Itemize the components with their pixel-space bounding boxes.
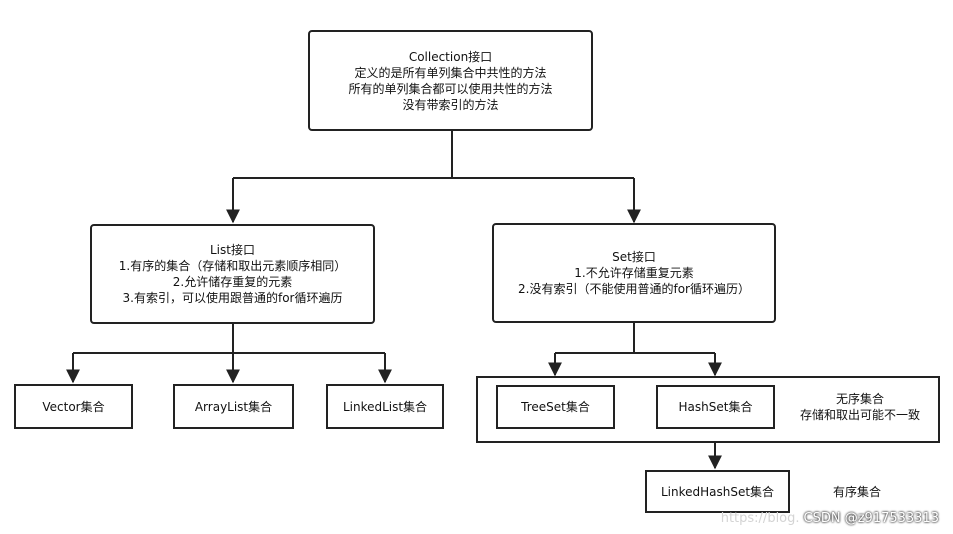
vector-label: Vector集合: [42, 399, 105, 414]
treeset-label: TreeSet集合: [521, 400, 590, 414]
list-interface-box: List接口 1.有序的集合（存储和取出元素顺序相同） 2.允许储存重复的元素 …: [90, 224, 375, 324]
arraylist-label: ArrayList集合: [194, 399, 273, 414]
set-note-line-2: 存储和取出可能不一致: [799, 408, 920, 422]
linkedlist-label: LinkedList集合: [342, 399, 428, 414]
set-note: 无序集合 存储和取出可能不一致: [790, 391, 930, 423]
set-interface-box: Set接口 1.不允许存储重复元素 2.没有索引（不能使用普通的for循环遍历）: [492, 223, 776, 323]
hashset-box: HashSet集合: [656, 385, 775, 429]
watermark-url: https://blog.: [720, 511, 800, 526]
set-feature-1: 1.不允许存储重复元素: [574, 266, 694, 280]
watermark-text: CSDN @z917533313: [803, 511, 939, 526]
collection-desc-1: 定义的是所有单列集合中共性的方法: [354, 65, 547, 80]
linkedhashset-label: LinkedHashSet集合: [660, 484, 775, 499]
treeset-box: TreeSet集合: [496, 385, 615, 429]
collection-interface-box: Collection接口 定义的是所有单列集合中共性的方法 所有的单列集合都可以…: [308, 30, 593, 131]
list-feature-1: 1.有序的集合（存储和取出元素顺序相同）: [118, 259, 347, 273]
linkedhashset-box: LinkedHashSet集合: [645, 470, 790, 513]
set-feature-2: 2.没有索引（不能使用普通的for循环遍历）: [518, 282, 750, 296]
watermark: https://blog.CSDN @z917533313: [721, 511, 939, 526]
collection-title: Collection接口: [408, 49, 493, 64]
set-title: Set接口: [612, 250, 656, 264]
list-title: List接口: [210, 243, 255, 257]
collection-desc-2: 所有的单列集合都可以使用共性的方法: [348, 81, 553, 96]
hashset-label: HashSet集合: [678, 400, 753, 414]
linkedhashset-note: 有序集合: [832, 485, 881, 499]
collection-desc-3: 没有带索引的方法: [402, 97, 499, 112]
list-feature-2: 2.允许储存重复的元素: [172, 275, 293, 289]
arraylist-box: ArrayList集合: [173, 384, 294, 429]
set-note-line-1: 无序集合: [835, 392, 884, 406]
linkedlist-box: LinkedList集合: [326, 384, 444, 429]
vector-box: Vector集合: [14, 384, 133, 429]
list-feature-3: 3.有索引，可以使用跟普通的for循环遍历: [122, 291, 343, 305]
